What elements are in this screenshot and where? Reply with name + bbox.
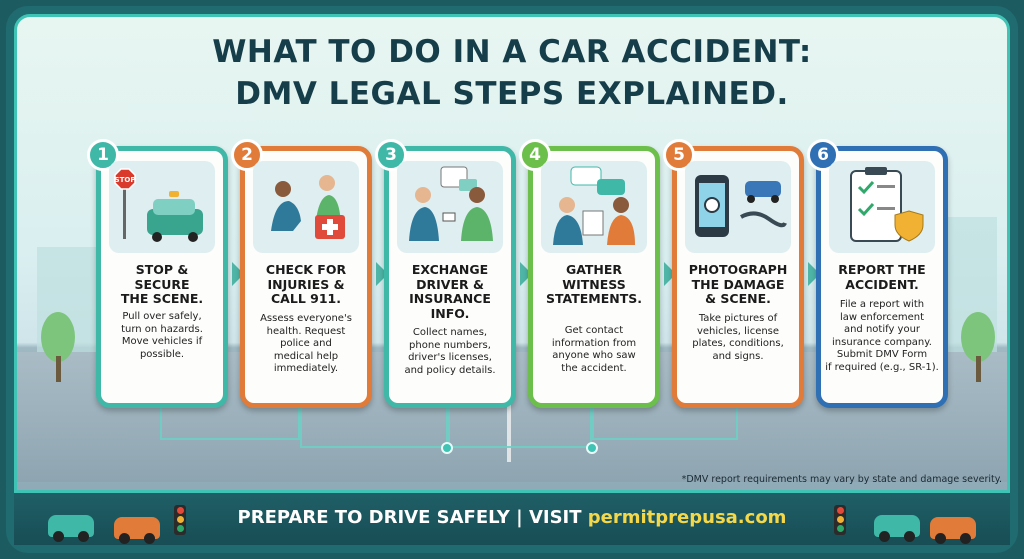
banner-separator: | (509, 507, 529, 528)
first-aid-helpers-icon (253, 161, 359, 253)
car-icon (114, 517, 160, 544)
step-card-1: 1 STOP STOP & SECURE THE SCENE. Pull ove… (87, 139, 228, 408)
page-title-line-2: DMV LEGAL STEPS EXPLAINED. (235, 76, 789, 112)
step-title: STOP & SECURE THE SCENE. (120, 262, 204, 306)
traffic-light-icon (174, 505, 186, 535)
connector-node (586, 442, 598, 454)
step-description: Assess everyone's health. Request police… (260, 313, 352, 374)
step-card-4: 4 GATHER WITNESS STATEMENTS. Get contact… (519, 139, 660, 408)
banner-url-link[interactable]: permitprepusa.com (587, 507, 787, 528)
step-title: PHOTOGRAPH THE DAMAGE & SCENE. (688, 262, 788, 306)
stop-sign-car-icon: STOP (109, 161, 215, 253)
banner-visit: VISIT (528, 507, 588, 528)
car-icon (930, 517, 976, 544)
road-line (507, 402, 511, 462)
step-card-6: 6 REPORT THE ACCIDENT. File a report wit… (807, 139, 948, 408)
phone-camera-icon (685, 161, 791, 253)
tree-icon (41, 312, 75, 382)
step-title: CHECK FOR INJURIES & CALL 911. (265, 262, 347, 306)
car-icon (48, 515, 94, 542)
page-title-line-1: WHAT TO DO IN A CAR ACCIDENT: (212, 34, 812, 70)
connector-line (300, 408, 448, 448)
step-description: File a report with law enforcement and n… (825, 299, 939, 373)
step-number-badge: 6 (807, 139, 839, 171)
banner-lead: PREPARE TO DRIVE SAFELY (237, 507, 510, 528)
step-card-2: 2 CHECK FOR INJURIES & CALL 911. Assess … (231, 139, 372, 408)
step-card-3: 3 EXCHANGE DRIVER & INSURANCE INFO. Coll… (375, 139, 516, 408)
step-description: Pull over safely, turn on hazards. Move … (121, 311, 203, 360)
car-icon (874, 515, 920, 542)
step-title: REPORT THE ACCIDENT. (838, 262, 926, 292)
step-description: Take pictures of vehicles, license plate… (692, 313, 784, 362)
witness-chat-icon (541, 161, 647, 253)
tree-icon (961, 312, 995, 382)
bottom-banner: PREPARE TO DRIVE SAFELY | VISIT permitpr… (14, 490, 1010, 545)
report-clipboard-badge-icon (829, 161, 935, 253)
stop-sign-label: STOP (115, 176, 136, 184)
step-title: EXCHANGE DRIVER & INSURANCE INFO. (409, 262, 491, 321)
connector-line (592, 408, 738, 440)
step-description: Collect names, phone numbers, driver's l… (404, 327, 496, 376)
step-card-5: 5 PHOTOGRAPH THE DAMAGE & SCENE. Take pi… (663, 139, 804, 408)
step-title: GATHER WITNESS STATEMENTS. (545, 262, 643, 306)
drivers-exchange-icon (397, 161, 503, 253)
step-description: Get contact information from anyone who … (551, 325, 637, 374)
connector-line (448, 408, 592, 448)
step-number-badge: 5 (663, 139, 695, 171)
traffic-light-icon (834, 505, 846, 535)
footnote: *DMV report requirements may vary by sta… (681, 474, 1002, 485)
banner-text: PREPARE TO DRIVE SAFELY | VISIT permitpr… (14, 507, 1010, 528)
connector-node (441, 442, 453, 454)
connector-line (160, 408, 300, 440)
